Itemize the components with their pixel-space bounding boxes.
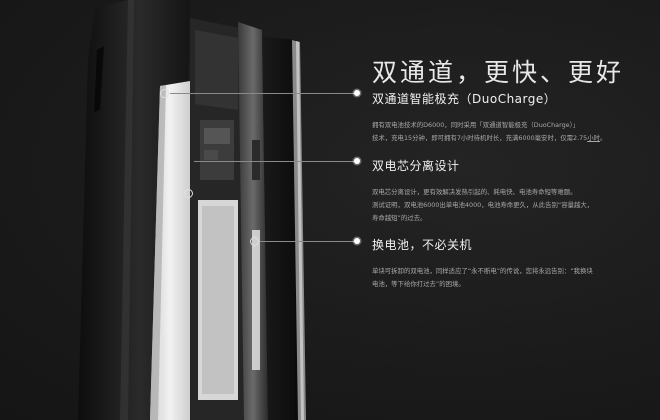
desc-line: 技术，充电15分钟，即可拥有7小时待机时长，充满6000毫安时，仅需2.75小时…: [372, 132, 642, 145]
desc-line: 测试证明，双电池6000出单电池4000，电池寿命更久，从此告别“容量越大，: [372, 201, 594, 209]
feature-duocharge: 双通道智能极充（DuoCharge） 拥有双电池技术的D6000，同时采用「双通…: [372, 90, 642, 145]
feature-description: 拥有双电池技术的D6000，同时采用「双通道智能极充（DuoCharge）」 技…: [372, 119, 642, 145]
feature-title: 换电池，不必关机: [372, 238, 473, 252]
callout-ring-icon: [184, 189, 193, 198]
callout-dot-icon: [354, 90, 360, 96]
desc-line: 寿命越短”的过去。: [372, 214, 427, 222]
callout-dot-icon: [354, 158, 360, 164]
leader-line-1: [170, 93, 356, 94]
desc-text: 。: [600, 134, 607, 142]
middle-frame: [238, 22, 268, 420]
leader-line-3: [260, 241, 356, 242]
hours-link[interactable]: 小时: [587, 134, 601, 142]
feature-title: 双通道智能极充（DuoCharge）: [372, 92, 557, 106]
phone-exploded-illustration: [78, 0, 306, 420]
callout-ring-icon: [250, 237, 259, 246]
desc-line: 双电芯分离设计，更有效解决发热引起的、耗电快、电池寿命短等难题。: [372, 188, 577, 196]
desc-line: 电池，等下给你打过去”的困境。: [372, 280, 465, 288]
callout-dot-icon: [354, 238, 360, 244]
feature-description: 单块可拆卸的双电池，同样适应了“永不断电”的传说，您将永远告别：“我换块 电池，…: [372, 265, 642, 291]
callout-ring-icon: [160, 89, 169, 98]
desc-line: 拥有双电池技术的D6000，同时采用「双通道智能极充（DuoCharge）」: [372, 121, 580, 129]
desc-text: 技术，充电15分钟，即可拥有7小时待机时长，充满6000毫安时，仅需2.75: [372, 134, 588, 142]
headline: 双通道，更快、更好: [372, 57, 625, 87]
leader-line-2: [194, 161, 356, 162]
desc-line: 单块可拆卸的双电池，同样适应了“永不断电”的传说，您将永远告别：“我换块: [372, 267, 593, 275]
feature-title: 双电芯分离设计: [372, 159, 460, 173]
feature-description: 双电芯分离设计，更有效解决发热引起的、耗电快、电池寿命短等难题。 测试证明，双电…: [372, 186, 642, 225]
front-screen: [262, 36, 302, 420]
feature-dual-cell: 双电芯分离设计 双电芯分离设计，更有效解决发热引起的、耗电快、电池寿命短等难题。…: [372, 157, 642, 225]
feature-hot-swap: 换电池，不必关机 单块可拆卸的双电池，同样适应了“永不断电”的传说，您将永远告别…: [372, 236, 642, 291]
